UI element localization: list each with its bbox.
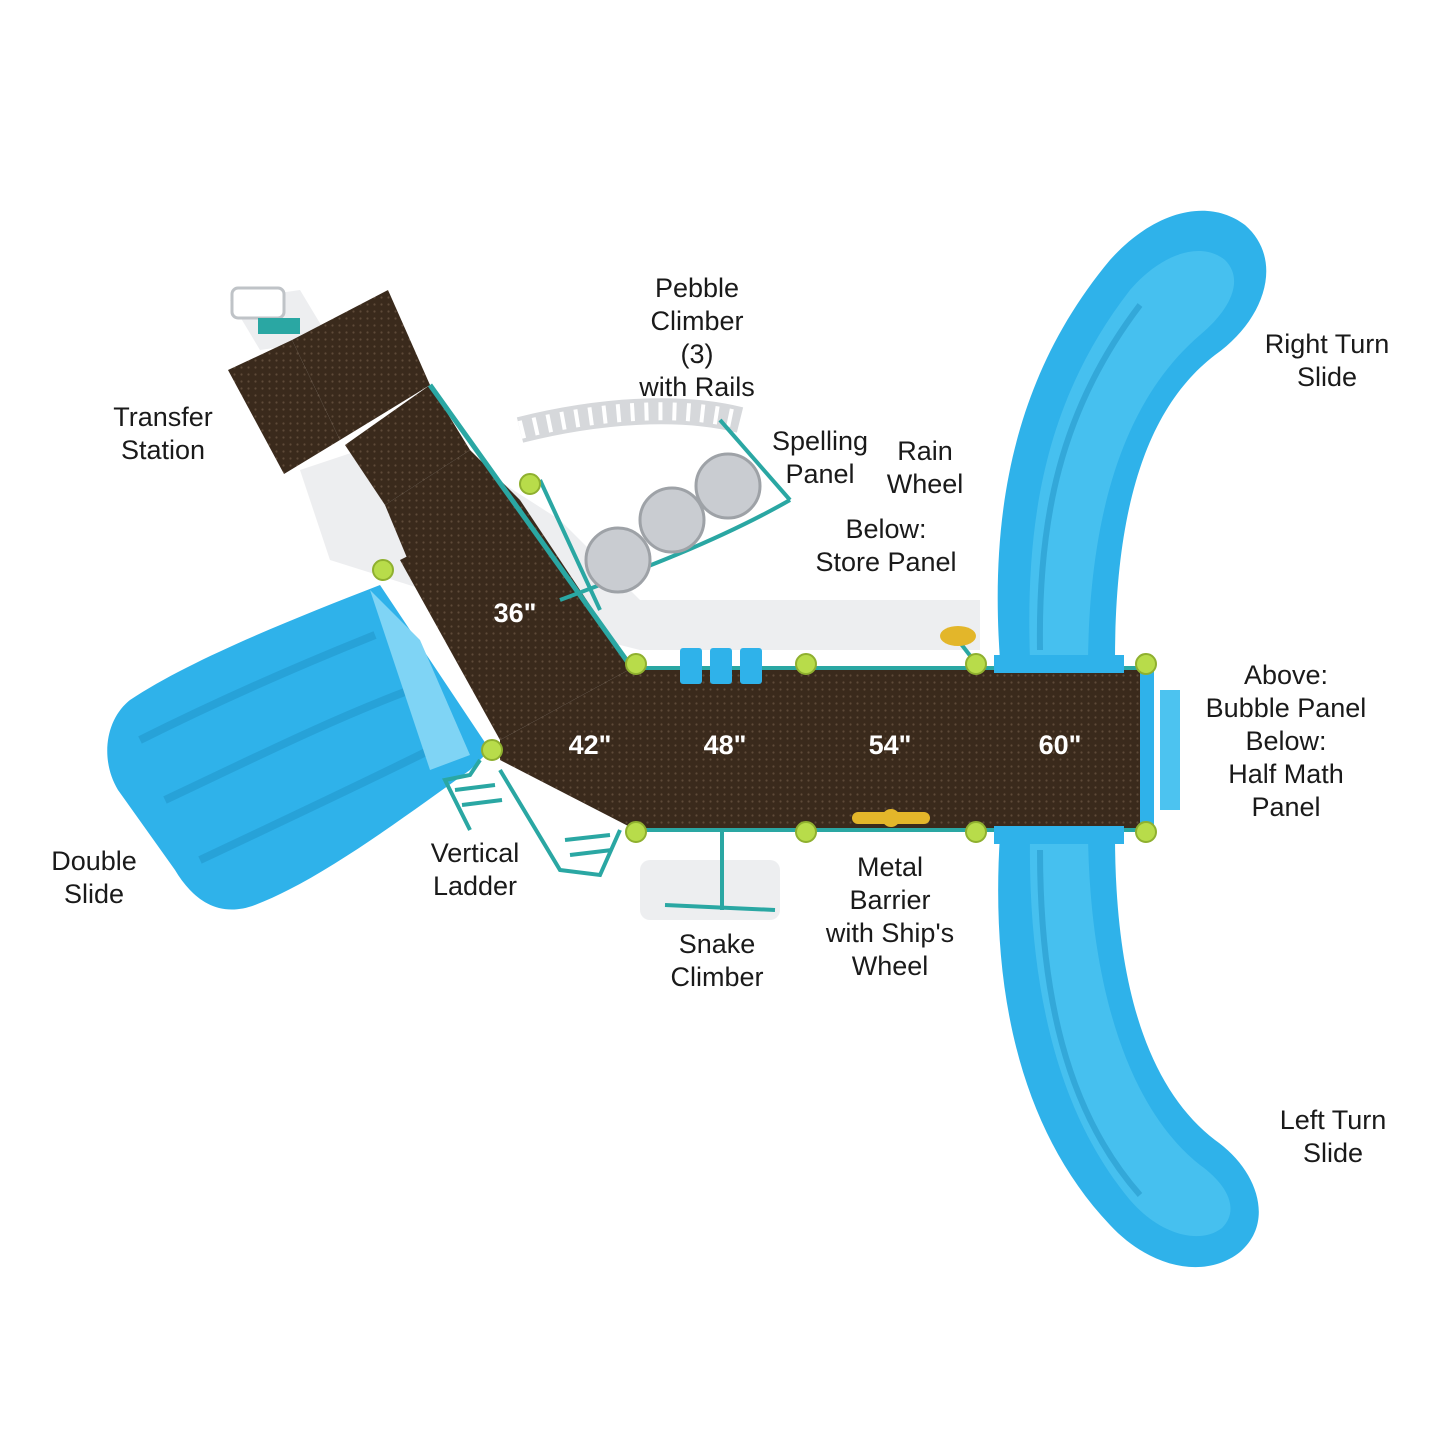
deck-48-label: 48" [704,730,747,760]
deck-labels: 36" 42" 48" 54" 60" [494,598,1082,760]
label-double-slide: Double Slide [51,846,137,909]
label-vertical-ladder: Vertical Ladder [430,838,520,901]
deck-36-label: 36" [494,598,537,628]
transfer-station [228,286,430,474]
label-spelling-panel: Spelling Panel [771,426,869,489]
vertical-ladder [442,758,622,878]
ships-wheel [852,809,930,827]
snake-climber [664,830,776,912]
deck-54-label: 54" [869,730,912,760]
left-turn-slide [998,835,1259,1268]
clamps [372,473,1157,843]
deck-row [632,655,1180,844]
label-right-turn-slide: Right Turn Slide [1264,329,1390,392]
label-snake-climber: Snake Climber [670,929,764,992]
label-pebble-climber: Pebble Climber (3) with Rails [639,273,755,402]
label-rain-wheel: Rain Wheel [886,436,964,499]
label-bubble-panel: Above: Bubble Panel Below: Half Math Pan… [1205,660,1367,822]
deck-60-label: 60" [1039,730,1082,760]
double-slide [107,585,491,910]
label-transfer-station: Transfer Station [113,402,213,465]
label-metal-barrier: Metal Barrier with Ship's Wheel [825,852,955,981]
right-turn-slide [997,210,1267,660]
pebble-climber [516,398,792,611]
spelling-panel [680,648,762,684]
deck-42-label: 42" [569,730,612,760]
upper-decks [345,383,635,828]
label-store-panel: Below: Store Panel [815,514,957,577]
label-left-turn-slide: Left Turn Slide [1279,1105,1387,1168]
